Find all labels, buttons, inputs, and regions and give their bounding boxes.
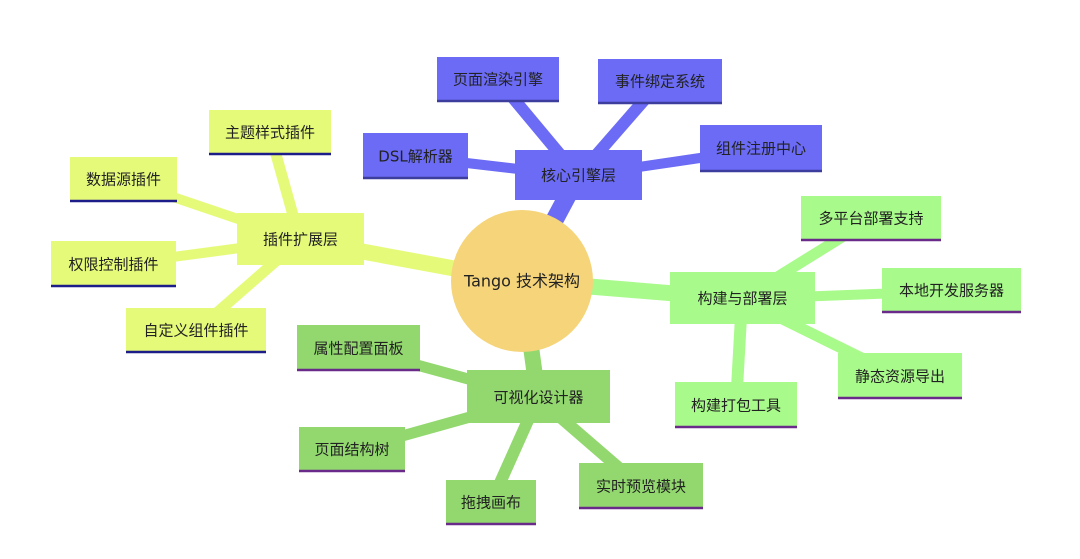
node-event-binding-system: 事件绑定系统: [598, 59, 722, 105]
node-label: 权限控制插件: [68, 256, 158, 274]
node-label: 实时预览模块: [596, 478, 686, 496]
node-page-structure-tree: 页面结构树: [299, 427, 405, 473]
node-label: 本地开发服务器: [899, 282, 1004, 300]
node-dsl-parser: DSL解析器: [363, 133, 468, 180]
node-center-tango-architecture: Tango 技术架构: [451, 210, 593, 352]
branch-build: 构建与部署层 多平台部署支持 本地开发服务器 静态资源导出 构建打包工具: [670, 196, 1021, 429]
node-label: 构建打包工具: [691, 397, 781, 415]
node-label: 组件注册中心: [716, 140, 806, 158]
node-label: 页面渲染引擎: [453, 71, 543, 89]
node-local-dev-server: 本地开发服务器: [882, 268, 1021, 314]
center-label: Tango 技术架构: [463, 272, 580, 291]
node-label: 核心引擎层: [541, 167, 616, 185]
node-data-source-plugin: 数据源插件: [70, 157, 177, 203]
node-label: 构建与部署层: [697, 290, 787, 308]
node-theme-style-plugin: 主题样式插件: [209, 110, 331, 156]
node-label: DSL解析器: [378, 148, 452, 166]
node-core-engine-layer: 核心引擎层: [515, 150, 642, 200]
branch-designer: 可视化设计器 属性配置面板 页面结构树 拖拽画布 实时预览模块: [297, 325, 703, 526]
node-build-deploy-layer: 构建与部署层: [670, 272, 815, 324]
node-visual-designer: 可视化设计器: [467, 370, 610, 423]
node-label: 静态资源导出: [855, 368, 945, 386]
node-page-render-engine: 页面渲染引擎: [437, 57, 559, 103]
node-custom-component-plugin: 自定义组件插件: [126, 308, 266, 354]
node-build-packaging-tool: 构建打包工具: [675, 382, 797, 429]
node-label: 页面结构树: [314, 441, 389, 459]
node-multi-platform-deploy: 多平台部署支持: [801, 196, 941, 242]
node-component-registry: 组件注册中心: [700, 125, 822, 173]
node-label: 多平台部署支持: [818, 210, 923, 228]
node-live-preview-module: 实时预览模块: [579, 463, 703, 510]
node-label: 属性配置面板: [313, 340, 403, 358]
node-static-asset-export: 静态资源导出: [838, 353, 962, 400]
node-permission-control-plugin: 权限控制插件: [51, 241, 176, 288]
branch-core: 核心引擎层 页面渲染引擎 事件绑定系统 DSL解析器 组件注册中心: [363, 57, 822, 200]
node-label: 自定义组件插件: [143, 322, 248, 340]
node-label: 数据源插件: [86, 171, 161, 189]
node-label: 拖拽画布: [461, 494, 521, 512]
node-plugin-extension-layer: 插件扩展层: [237, 213, 364, 265]
node-drag-drop-canvas: 拖拽画布: [446, 480, 536, 526]
node-label: 插件扩展层: [263, 231, 338, 249]
node-label: 可视化设计器: [493, 389, 583, 407]
branch-plugin: 插件扩展层 主题样式插件 数据源插件 权限控制插件 自定义组件插件: [51, 110, 364, 354]
node-label: 事件绑定系统: [615, 73, 705, 91]
node-property-config-panel: 属性配置面板: [297, 325, 420, 372]
node-label: 主题样式插件: [225, 124, 315, 142]
